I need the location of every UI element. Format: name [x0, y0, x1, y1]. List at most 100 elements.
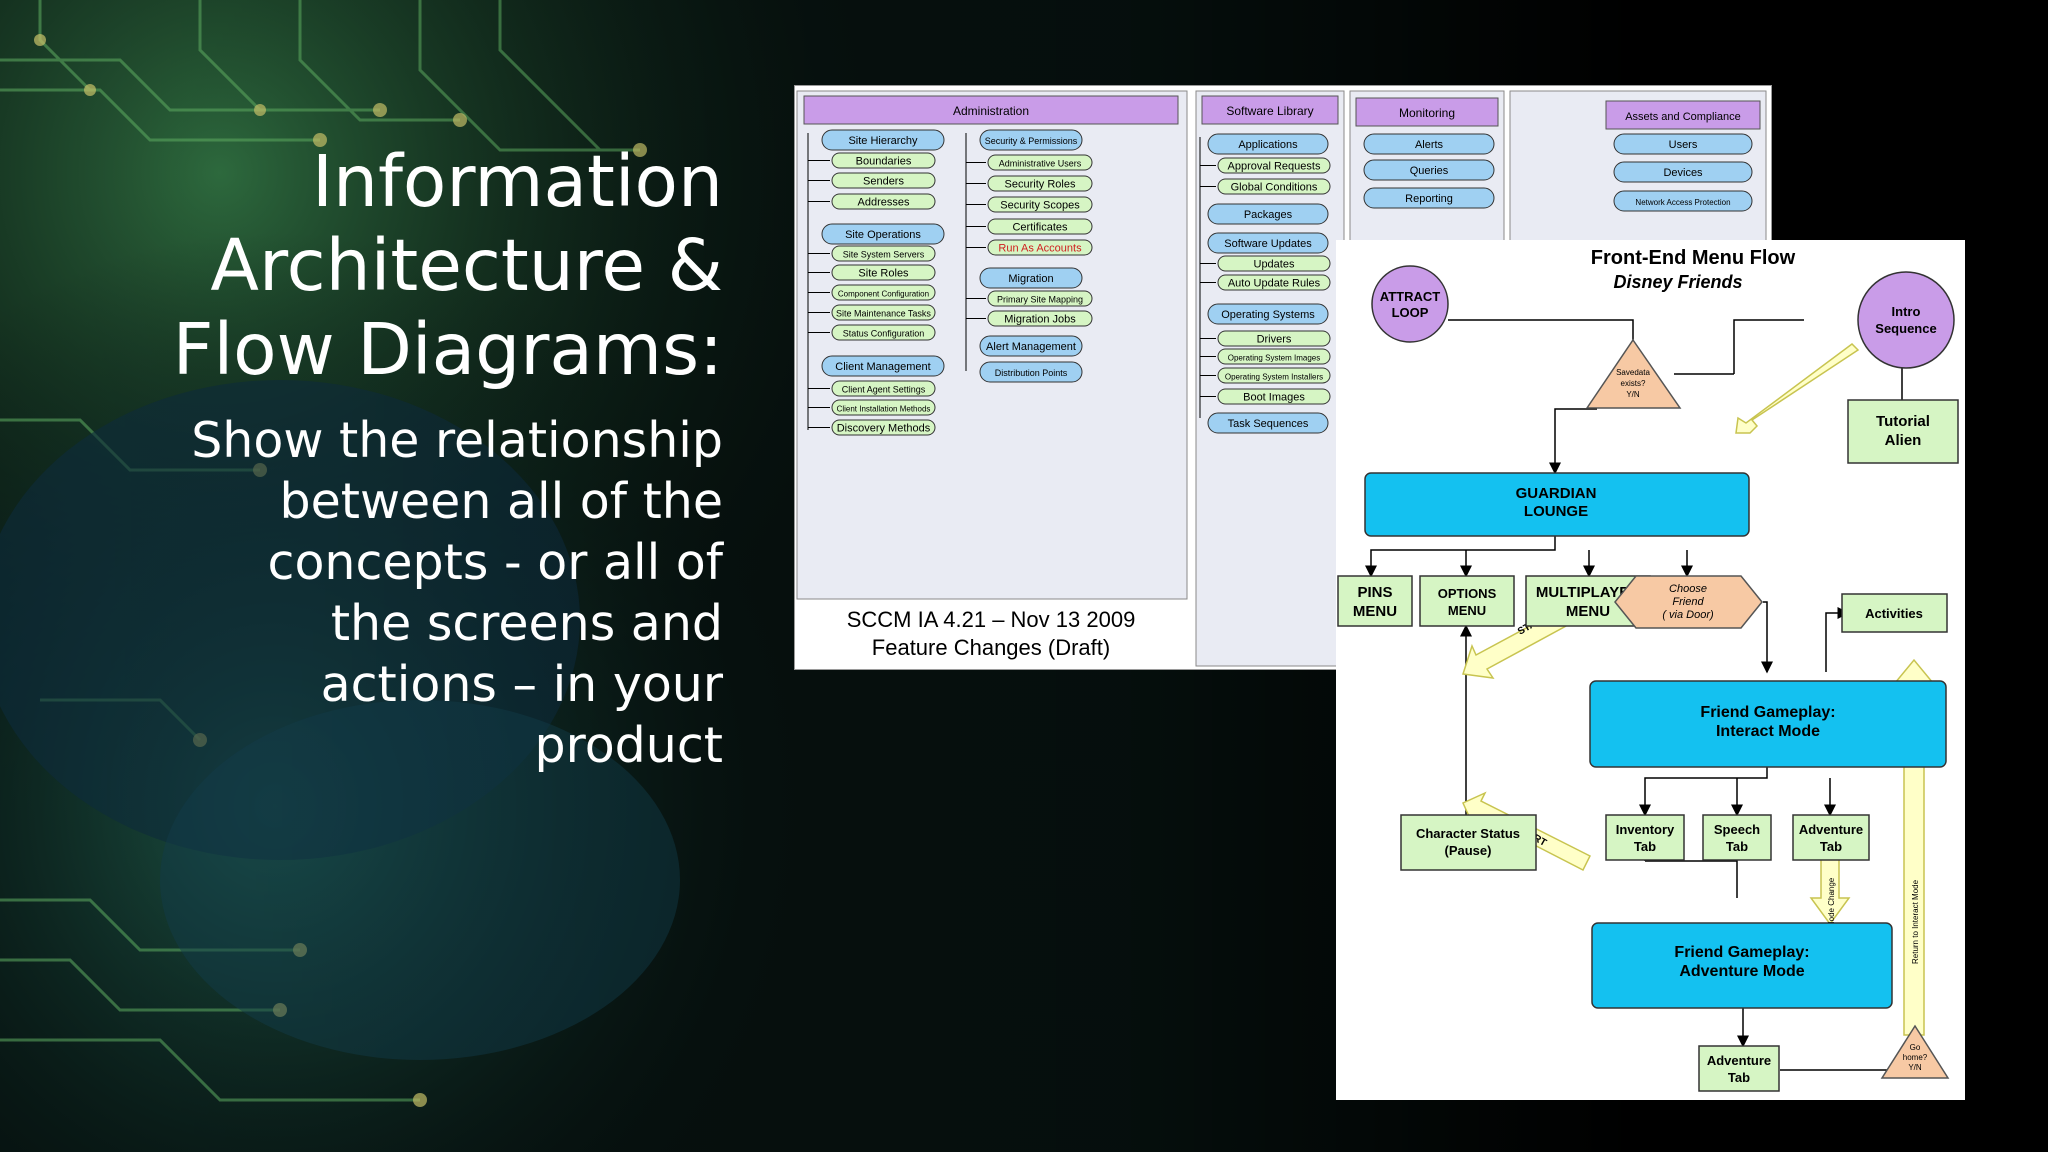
tutorial-to-lounge-arrow — [1735, 343, 1860, 434]
choose-friend-decision: Choose Friend ( via Door) — [1614, 575, 1763, 629]
sccm-item-pill — [831, 324, 936, 341]
svg-text:Intro: Intro — [1892, 304, 1921, 319]
go-home-decision: Go home? Y/N — [1880, 1024, 1950, 1079]
sccm-item-node: Approval Requests — [1200, 157, 1331, 174]
sccm-group-node: Devices — [1613, 161, 1753, 183]
sccm-item-pill — [987, 218, 1093, 235]
sccm-node-label: Applications — [1238, 139, 1298, 151]
svg-text:Adventure: Adventure — [1707, 1053, 1771, 1068]
sccm-item-pill — [1217, 388, 1331, 405]
svg-text:MENU: MENU — [1448, 603, 1486, 618]
sccm-item-node: Updates — [1200, 255, 1331, 272]
sccm-group-node: Alerts — [1363, 133, 1495, 155]
activities-node: Activities — [1841, 593, 1948, 633]
sccm-group-node: Operating Systems — [1207, 303, 1329, 325]
sccm-item-pill — [1217, 330, 1331, 347]
sccm-item-node: Boundaries — [808, 152, 936, 169]
sccm-item-node: Operating System Installers — [1200, 367, 1331, 384]
monitoring-header: Monitoring — [1399, 106, 1455, 120]
sccm-item-node: Global Conditions — [1200, 178, 1331, 195]
sccm-item-pill — [987, 290, 1093, 307]
sccm-item-pill — [831, 152, 936, 169]
svg-text:Friend Gameplay:: Friend Gameplay: — [1700, 704, 1835, 721]
sccm-item-pill — [831, 419, 936, 436]
sccm-node-label: Operating Systems — [1221, 309, 1315, 321]
sccm-node-label: Senders — [863, 176, 904, 188]
sccm-node-label: Boot Images — [1243, 392, 1305, 404]
sccm-item-node: Senders — [808, 172, 936, 189]
options-menu-node: OPTIONS MENU — [1419, 575, 1515, 627]
sccm-node-label: Status Configuration — [843, 329, 925, 339]
sccm-node-label: Site Roles — [858, 268, 909, 280]
tutorial-alien-node: Tutorial Alien — [1847, 399, 1959, 464]
sccm-item-node: Client Installation Methods — [808, 399, 936, 416]
sccm-item-pill — [987, 310, 1093, 327]
sccm-item-pill — [987, 175, 1093, 192]
sccm-node-label: Security Roles — [1005, 179, 1076, 191]
sccm-group-pill — [1207, 412, 1329, 434]
inventory-tab-node: Inventory Tab — [1605, 814, 1685, 861]
svg-text:GUARDIAN: GUARDIAN — [1516, 485, 1597, 502]
svg-text:Inventory: Inventory — [1616, 822, 1675, 837]
sccm-item-pill — [987, 239, 1093, 256]
sccm-node-label: Component Configuration — [838, 290, 929, 299]
svg-text:Adventure Mode: Adventure Mode — [1679, 963, 1804, 980]
sccm-item-node: Discovery Methods — [808, 419, 936, 436]
svg-text:Activities: Activities — [1865, 606, 1923, 621]
svg-text:Y/N: Y/N — [1908, 1063, 1922, 1072]
svg-text:Interact Mode: Interact Mode — [1716, 723, 1820, 740]
sccm-node-label: Client Installation Methods — [837, 405, 931, 414]
sccm-node-label: Task Sequences — [1228, 418, 1309, 430]
sccm-group-node: Network Access Protection — [1613, 190, 1753, 212]
sccm-node-label: Security & Permissions — [985, 136, 1078, 146]
sccm-node-label: Security Scopes — [1000, 200, 1080, 212]
sccm-node-label: Site Operations — [845, 229, 921, 241]
sccm-group-pill — [1207, 203, 1329, 225]
adventure-tab-bottom-node: Adventure Tab — [1698, 1045, 1780, 1092]
sccm-group-node: Migration — [979, 267, 1083, 289]
sccm-caption-line-2: Feature Changes (Draft) — [872, 635, 1110, 660]
software-library-header: Software Library — [1226, 104, 1313, 118]
sccm-group-pill — [821, 129, 945, 151]
sccm-group-pill — [979, 335, 1083, 357]
svg-text:Tab: Tab — [1634, 839, 1656, 854]
sccm-item-pill — [831, 245, 936, 262]
svg-text:exists?: exists? — [1621, 379, 1646, 388]
sccm-item-pill — [987, 196, 1093, 213]
svg-text:LOUNGE: LOUNGE — [1524, 503, 1588, 520]
sccm-node-label: Software Updates — [1224, 238, 1312, 250]
svg-text:home?: home? — [1903, 1053, 1928, 1062]
mode-change-label: Mode Change — [1827, 877, 1836, 928]
svg-text:Y/N: Y/N — [1626, 390, 1640, 399]
sccm-group-node: Site Operations — [821, 223, 945, 245]
slide-body-text: Show the relationship between all of the… — [191, 410, 723, 776]
sccm-node-label: Global Conditions — [1231, 182, 1318, 194]
sccm-node-label: Operating System Installers — [1225, 373, 1323, 382]
svg-text:Character Status: Character Status — [1416, 826, 1520, 841]
menu-flow-subtitle: Disney Friends — [1613, 272, 1742, 292]
svg-text:Friend Gameplay:: Friend Gameplay: — [1674, 944, 1809, 961]
intro-sequence-node: Intro Sequence — [1857, 271, 1955, 369]
sccm-item-node: Migration Jobs — [966, 310, 1093, 327]
svg-text:( via Door): ( via Door) — [1662, 609, 1714, 621]
slide-title-line-2: Architecture & — [210, 224, 723, 307]
sccm-item-node: Administrative Users — [966, 154, 1093, 171]
sccm-node-label: Boundaries — [856, 156, 912, 168]
svg-text:OPTIONS: OPTIONS — [1438, 586, 1497, 601]
sccm-node-label: Administrative Users — [999, 159, 1082, 169]
sccm-group-pill — [1363, 159, 1495, 181]
svg-text:Sequence: Sequence — [1875, 321, 1936, 336]
sccm-item-pill — [1217, 348, 1331, 365]
sccm-group-pill — [1363, 133, 1495, 155]
speech-tab-node: Speech Tab — [1702, 814, 1772, 861]
sccm-node-label: Site Maintenance Tasks — [836, 309, 931, 319]
sccm-group-node: Distribution Points — [979, 361, 1083, 383]
sccm-node-label: Run As Accounts — [998, 243, 1082, 255]
slide-title-line-1: Information — [312, 140, 723, 223]
sccm-item-node: Client Agent Settings — [808, 380, 936, 397]
sccm-item-pill — [831, 304, 936, 321]
sccm-item-pill — [987, 154, 1093, 171]
slide-body-line-3: concepts - or all of — [267, 534, 724, 591]
sccm-item-node: Auto Update Rules — [1200, 274, 1331, 291]
sccm-group-node: Site Hierarchy — [821, 129, 945, 151]
